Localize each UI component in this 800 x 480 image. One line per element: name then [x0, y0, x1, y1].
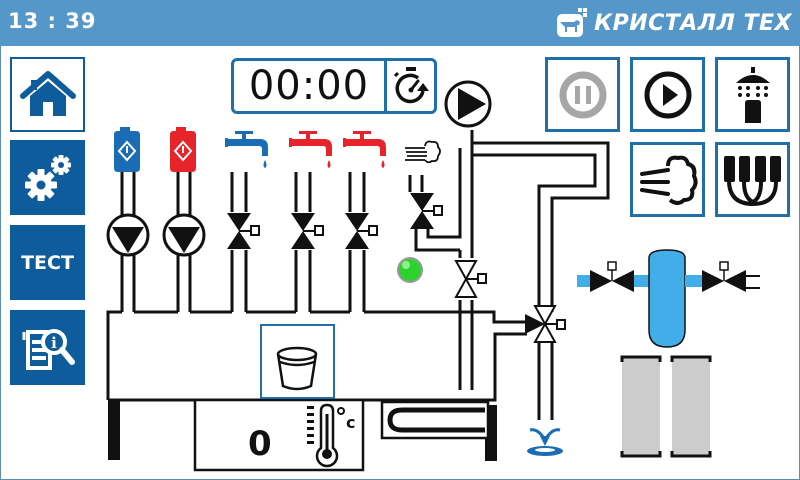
cow-logo-icon [557, 8, 588, 37]
cold-water-tap-icon [225, 131, 268, 168]
filter-cartridge-2 [670, 355, 712, 458]
air-icon [405, 140, 441, 164]
test-button[interactable]: ТЕСТ [10, 225, 85, 300]
gears-icon [24, 154, 71, 201]
air-line [414, 148, 462, 252]
tank-leg-left [108, 400, 120, 460]
brand-name: КРИСТАЛЛ ТЕХ [594, 10, 792, 36]
milking-cluster-button[interactable] [715, 142, 790, 217]
timer-value: 00:00 [234, 61, 387, 111]
pause-circle-icon [559, 71, 606, 118]
filter-cartridge-1 [620, 355, 662, 458]
return-valve[interactable] [455, 260, 487, 298]
temperature-value: 0 [248, 424, 272, 464]
thermometer-icon: c [307, 403, 355, 468]
cycle-timer: 00:00 [231, 58, 437, 114]
timer-start-button[interactable] [387, 61, 434, 111]
drain-icon [527, 428, 563, 456]
status-led [397, 257, 423, 283]
circulation-pump-icon[interactable] [444, 80, 492, 128]
svg-text:c: c [346, 413, 355, 432]
brand: КРИСТАЛЛ ТЕХ [556, 6, 792, 40]
detergent-pump-1[interactable] [106, 213, 150, 257]
test-label: ТЕСТ [21, 251, 74, 274]
stopwatch-icon [393, 67, 429, 104]
return-line [458, 130, 610, 390]
tank-level-box[interactable] [260, 324, 335, 399]
hot-water-valve-2[interactable] [344, 212, 378, 250]
hot-water-valve-1[interactable] [290, 212, 324, 250]
air-blow-button[interactable] [630, 142, 705, 217]
svg-text:i: i [51, 334, 57, 352]
house-icon [19, 70, 76, 116]
clock: 13 : 39 [8, 9, 97, 33]
shower-icon [735, 66, 770, 123]
document-search-icon: i [22, 328, 75, 370]
shower-button[interactable] [715, 57, 790, 132]
hot-water-tap-icon [343, 131, 386, 168]
settings-button[interactable] [10, 140, 85, 215]
drain-three-way-valve[interactable] [525, 305, 566, 343]
cold-water-valve[interactable] [226, 212, 260, 250]
top-bar: 13 : 39 КРИСТАЛЛ ТЕХ [0, 0, 800, 46]
drain-pipe [537, 342, 554, 420]
heating-element-icon [380, 400, 490, 440]
home-button[interactable] [10, 57, 85, 132]
hot-water-tap-icon [289, 131, 332, 168]
info-button[interactable]: i [10, 310, 85, 385]
air-blow-icon [639, 155, 698, 205]
bucket-icon [276, 346, 318, 391]
red-detergent-canister-icon [170, 127, 196, 172]
air-valve[interactable] [409, 192, 443, 230]
milking-cluster-icon [723, 155, 781, 206]
detergent-pump-2[interactable] [162, 213, 206, 257]
feed-pipes [120, 172, 424, 312]
blue-detergent-canister-icon [114, 127, 140, 172]
pause-button[interactable] [545, 57, 620, 132]
play-button[interactable] [630, 57, 705, 132]
play-circle-icon [644, 71, 691, 118]
filter-unit [577, 249, 760, 348]
